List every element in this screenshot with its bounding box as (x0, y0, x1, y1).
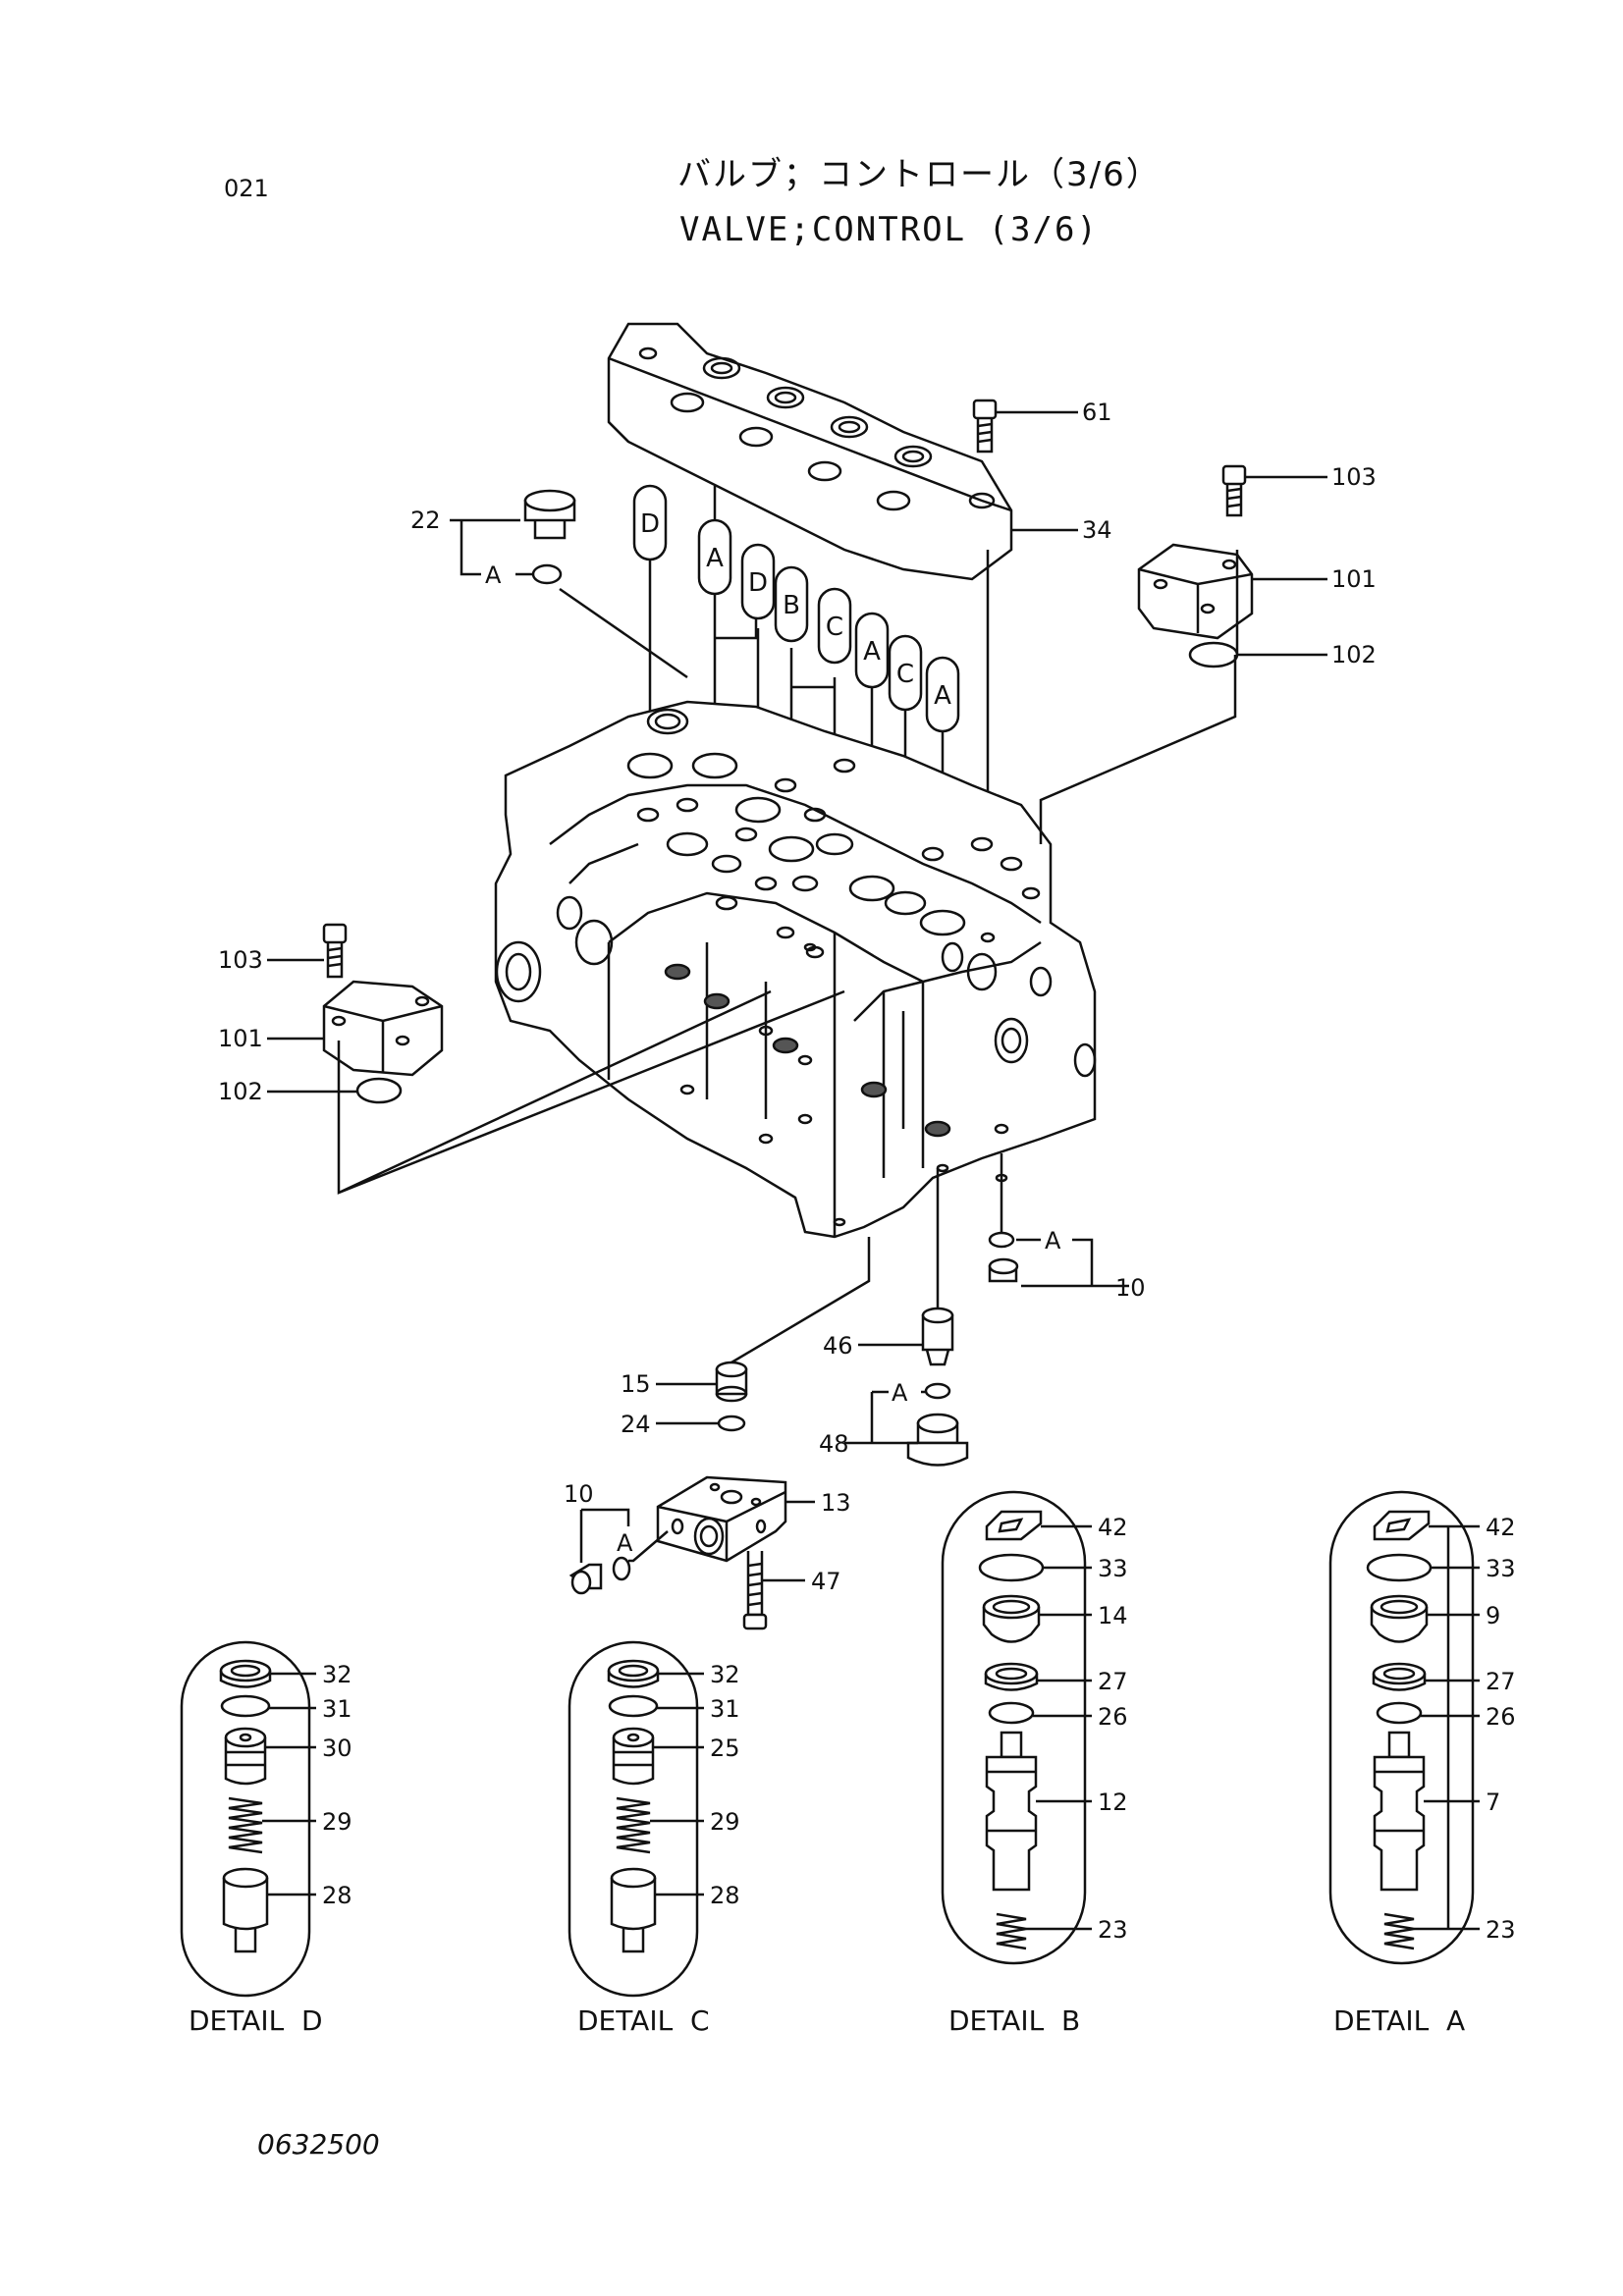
detail-b-capsule (941, 1490, 1087, 1965)
callout-101-left: 101 (218, 1025, 263, 1052)
drawing-number: 0632500 (257, 2128, 380, 2161)
block-13 (656, 1475, 787, 1563)
plug-10b (568, 1556, 631, 1595)
callout-102-right: 102 (1331, 641, 1377, 668)
detail-b-callouts: 42 33 14 27 26 12 23 DETAIL B (948, 1514, 1128, 2037)
detail-b-part: 26 (1098, 1703, 1128, 1731)
detail-c-part: 32 (710, 1661, 740, 1688)
port-tag: D (640, 509, 660, 539)
callout-a-oring-22: A (485, 561, 502, 589)
detail-c-part: 29 (710, 1808, 740, 1836)
page-code: 021 (224, 175, 269, 202)
detail-c-part: 25 (710, 1735, 740, 1762)
detail-a-part: 26 (1486, 1703, 1516, 1731)
detail-d-label: DETAIL D (189, 2004, 323, 2037)
detail-d-part: 30 (322, 1735, 352, 1762)
callout-24: 24 (621, 1411, 651, 1438)
top-cover-34 (607, 322, 1013, 581)
detail-a-part: 23 (1486, 1916, 1516, 1944)
port-tag: C (896, 660, 914, 689)
detail-b-part: 27 (1098, 1668, 1128, 1695)
detail-d-part: 28 (322, 1882, 352, 1909)
callout-a-oring-48: A (892, 1379, 908, 1407)
detail-a-part: 33 (1486, 1555, 1516, 1582)
detail-c-part: 28 (710, 1882, 740, 1909)
callout-10: 10 (1115, 1274, 1146, 1302)
port-tag: A (863, 637, 881, 667)
plug-10 (988, 1231, 1019, 1283)
port-tag: B (783, 591, 800, 620)
plug-46 (921, 1307, 954, 1366)
detail-d-part: 29 (322, 1808, 352, 1836)
detail-d-capsule (180, 1640, 311, 1998)
detail-c-capsule (568, 1640, 699, 1998)
cover-101-right (1137, 543, 1254, 668)
callout-47: 47 (811, 1568, 841, 1595)
detail-b-part: 42 (1098, 1514, 1128, 1541)
detail-c-part: 31 (710, 1695, 740, 1723)
detail-a-capsule (1328, 1490, 1475, 1965)
title-japanese: バルブ；コントロール（3/6） (677, 155, 1162, 194)
detail-b-label: DETAIL B (948, 2004, 1080, 2037)
title-english: VALVE;CONTROL (3/6) (679, 210, 1099, 249)
callout-48: 48 (819, 1430, 849, 1458)
callout-102-left: 102 (218, 1078, 263, 1105)
part-15 (715, 1361, 748, 1403)
bolt-103-right (1221, 464, 1247, 517)
callout-103-right: 103 (1331, 463, 1377, 491)
detail-d-part: 31 (322, 1695, 352, 1723)
callout-22: 22 (410, 507, 441, 534)
port-tag-ovals (632, 484, 960, 733)
port-tag: A (706, 544, 724, 573)
callout-labels: 61 34 22 A 103 101 102 103 101 102 A 10 … (218, 399, 1377, 1595)
callout-34: 34 (1082, 516, 1112, 544)
callout-a-oring-10: A (1045, 1227, 1061, 1255)
detail-a-part: 7 (1486, 1789, 1500, 1816)
port-tag: A (934, 681, 951, 711)
callout-15: 15 (621, 1370, 651, 1398)
cover-101-left (322, 980, 444, 1104)
callout-61: 61 (1082, 399, 1112, 426)
callout-a-oring-10-block: A (617, 1529, 633, 1557)
callout-46: 46 (823, 1332, 853, 1360)
port-tag: D (748, 568, 768, 598)
port-tag: C (826, 613, 843, 642)
detail-a-callouts: 42 33 9 27 26 7 23 DETAIL A (1333, 1514, 1516, 2037)
detail-a-part: 42 (1486, 1514, 1516, 1541)
callout-13: 13 (821, 1489, 851, 1517)
bolt-103-left (322, 923, 348, 979)
callout-10-block: 10 (564, 1480, 594, 1508)
callout-101-right: 101 (1331, 565, 1377, 593)
plug-48 (906, 1413, 969, 1467)
detail-b-part: 14 (1098, 1602, 1128, 1629)
detail-a-label: DETAIL A (1333, 2004, 1465, 2037)
detail-c-label: DETAIL C (577, 2004, 710, 2037)
bolt-47 (742, 1551, 768, 1630)
detail-c-callouts: 32 31 25 29 28 DETAIL C (577, 1661, 740, 2037)
detail-b-part: 23 (1098, 1916, 1128, 1944)
port-tag-letters: D A D B C A C A (640, 509, 951, 711)
detail-b-part: 12 (1098, 1789, 1128, 1816)
valve-body (494, 700, 1097, 1239)
detail-b-part: 33 (1098, 1555, 1128, 1582)
detail-d-part: 32 (322, 1661, 352, 1688)
detail-d-callouts: 32 31 30 29 28 DETAIL D (189, 1661, 352, 2037)
detail-a-part: 27 (1486, 1668, 1516, 1695)
detail-a-part: 9 (1486, 1602, 1500, 1629)
bolt-61 (972, 399, 998, 454)
callout-103-left: 103 (218, 946, 263, 974)
plug-22 (523, 489, 576, 585)
